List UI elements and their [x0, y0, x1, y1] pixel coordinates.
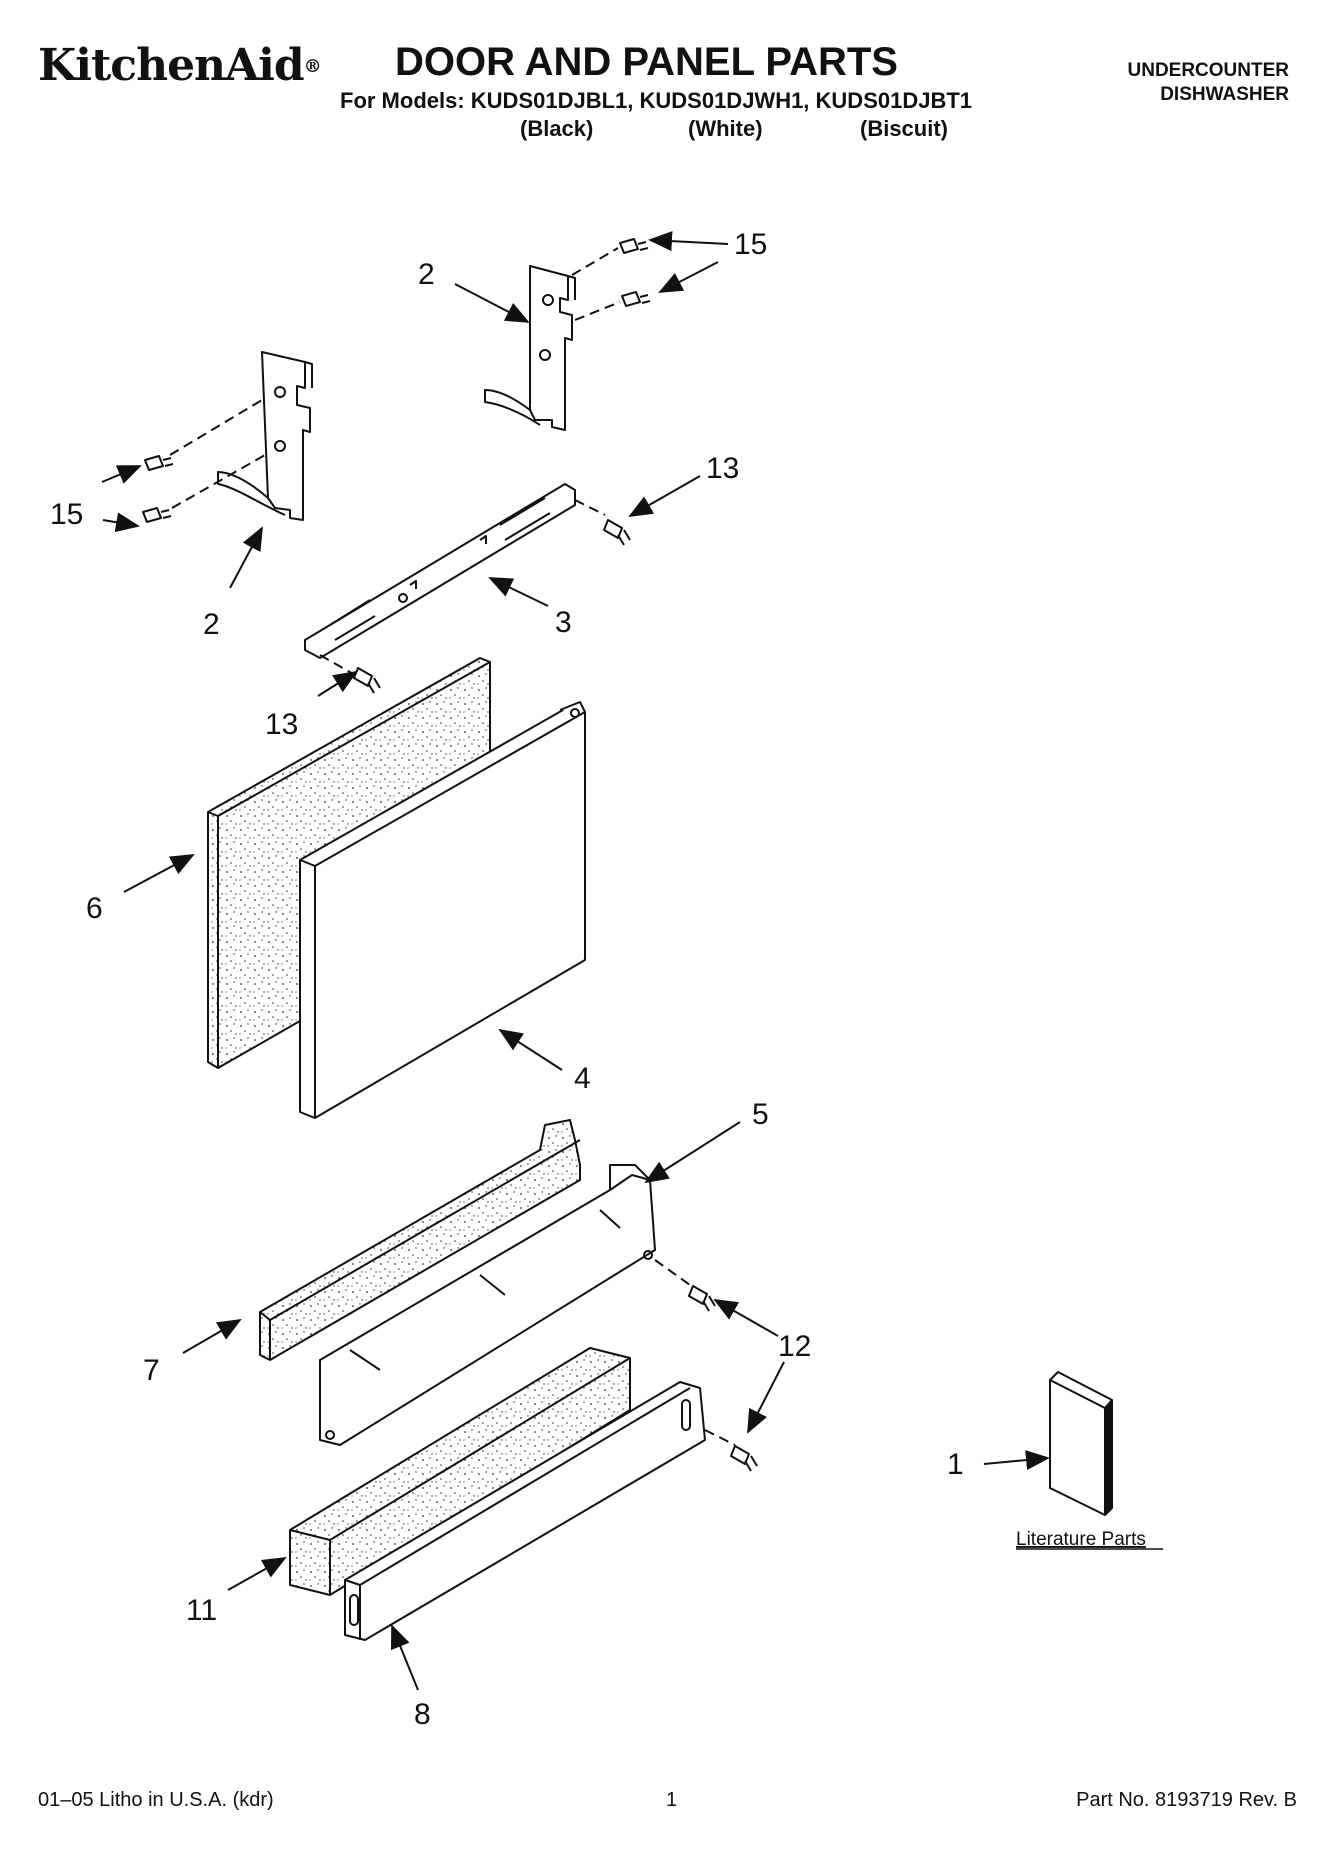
screw-toe-bracket [688, 1285, 716, 1312]
door-hinge-bracket-lower [217, 351, 313, 521]
variant-white: (White) [688, 116, 763, 141]
literature-parts-label: Literature Parts [1016, 1529, 1146, 1550]
footer-part-number: Part No. 8193719 Rev. B [1076, 1789, 1297, 1811]
screw-strip-right [603, 519, 631, 546]
screw-upper-1 [571, 238, 649, 276]
toe-panel-insulation [259, 1119, 581, 1361]
brand-logo: KitchenAid® [38, 40, 322, 91]
callout-15-upper: 15 [734, 228, 767, 261]
category-line-2: DISHWASHER [1160, 84, 1289, 105]
kick-plate-insulation [289, 1347, 631, 1596]
callout-6: 6 [86, 892, 103, 925]
models-line: For Models: KUDS01DJBL1, KUDS01DJWH1, KU… [340, 88, 973, 113]
callout-1: 1 [947, 1448, 964, 1481]
footer-page-number: 1 [666, 1789, 678, 1811]
screw-left-2 [142, 454, 266, 523]
callout-12: 12 [778, 1330, 811, 1363]
callout-5: 5 [752, 1098, 769, 1131]
toe-panel-bracket [319, 1164, 691, 1446]
screw-left-1 [144, 399, 263, 471]
screw-kick-plate [730, 1445, 758, 1472]
callout-2-lower: 2 [203, 608, 220, 641]
callout-15-left: 15 [50, 498, 83, 531]
kick-plate [344, 1381, 736, 1641]
screw-upper-2 [574, 291, 651, 321]
literature-parts-booklet [1049, 1371, 1113, 1516]
callout-13-right: 13 [706, 452, 739, 485]
callout-8: 8 [414, 1698, 431, 1731]
variant-biscuit: (Biscuit) [860, 116, 948, 141]
callout-4: 4 [574, 1062, 591, 1095]
screw-strip-left [353, 667, 381, 694]
page-title: DOOR AND PANEL PARTS [395, 40, 898, 84]
callout-2-upper: 2 [418, 258, 435, 291]
outer-door-panel [299, 701, 586, 1119]
registered-mark: ® [303, 56, 322, 77]
brand-name: KitchenAid [38, 40, 305, 91]
variant-black: (Black) [520, 116, 594, 141]
footer-litho: 01–05 Litho in U.S.A. (kdr) [38, 1789, 274, 1811]
callout-3: 3 [555, 606, 572, 639]
callout-7: 7 [143, 1354, 160, 1387]
callout-13-left: 13 [265, 708, 298, 741]
callout-11: 11 [186, 1594, 217, 1627]
door-hinge-bracket-upper [484, 265, 576, 431]
mounting-strip [304, 483, 606, 676]
category-line-1: UNDERCOUNTER [1127, 60, 1290, 81]
